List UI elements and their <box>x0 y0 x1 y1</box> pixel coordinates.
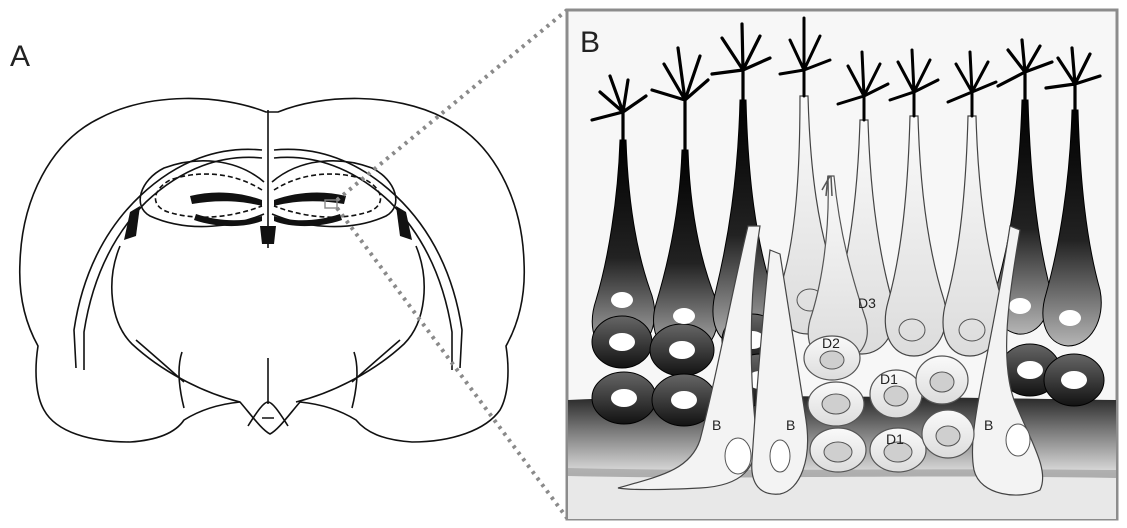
label-b-right: B <box>984 417 993 433</box>
nucleus <box>673 308 695 324</box>
nucleus <box>1017 361 1043 379</box>
nucleus <box>611 389 637 407</box>
panel-b: B B B B D3 D2 D1 D1 <box>567 10 1117 520</box>
granule-layer-right <box>274 193 346 206</box>
nucleus <box>1059 310 1081 326</box>
label-d2: D2 <box>822 335 840 351</box>
panel-b-label: B <box>580 26 600 59</box>
label-d1-bottom: D1 <box>886 431 904 447</box>
nucleus <box>1061 371 1087 389</box>
label-d1-top: D1 <box>880 371 898 387</box>
third-ventricle <box>260 226 276 244</box>
nucleus <box>671 391 697 409</box>
nucleus <box>609 333 635 351</box>
subcortical-left <box>136 340 184 408</box>
cortex-inner-right <box>274 149 462 368</box>
brain-outer-outline <box>20 98 525 442</box>
nucleus <box>824 442 852 462</box>
nucleus <box>1006 424 1030 456</box>
nucleus <box>611 292 633 308</box>
cortex-inner-left <box>74 149 262 368</box>
cortex-inner-right-2 <box>274 157 452 370</box>
brain-section-drawing <box>20 98 525 442</box>
nucleus <box>1009 298 1031 314</box>
nucleus <box>884 386 908 406</box>
zoom-line-bottom <box>337 208 567 518</box>
label-b-left: B <box>712 417 721 433</box>
nucleus <box>936 426 960 446</box>
nucleus <box>669 341 695 359</box>
zoom-line-top <box>337 10 567 200</box>
label-d3: D3 <box>858 295 876 311</box>
nucleus <box>822 394 850 414</box>
cortex-inner-left-2 <box>84 157 262 370</box>
panel-a: A <box>10 40 524 442</box>
nucleus <box>770 440 790 472</box>
subcortical-right <box>352 340 400 408</box>
nucleus <box>930 372 954 392</box>
zoom-connector <box>337 10 567 518</box>
nucleus <box>725 438 751 474</box>
granule-layer-left <box>190 193 262 206</box>
label-b-mid: B <box>786 417 795 433</box>
nucleus <box>820 351 844 369</box>
panel-a-label: A <box>10 40 30 73</box>
